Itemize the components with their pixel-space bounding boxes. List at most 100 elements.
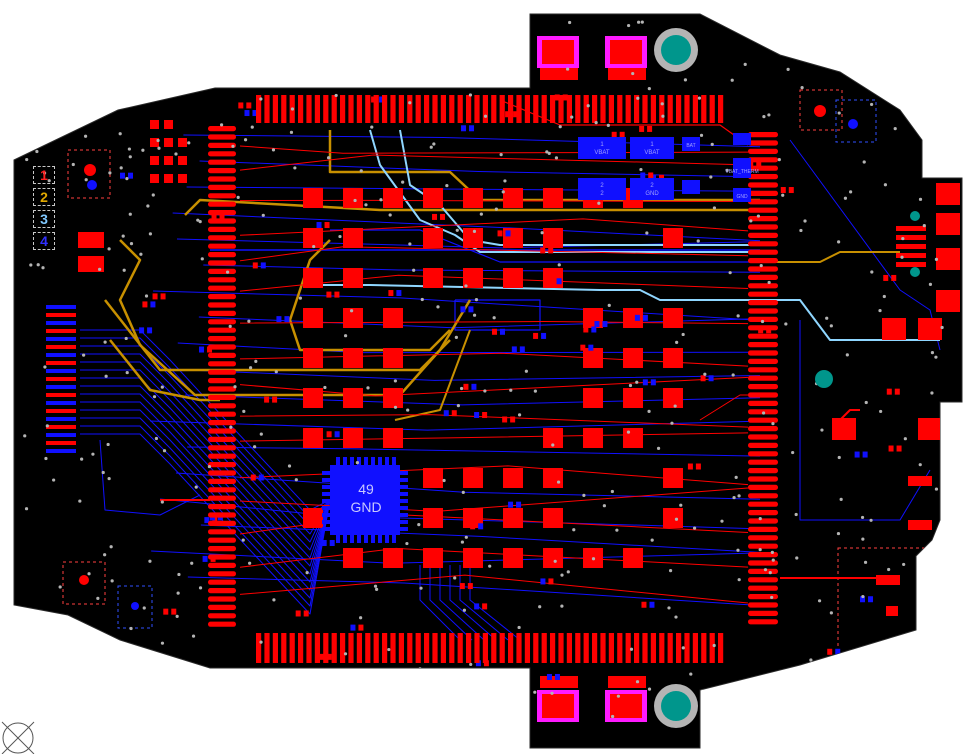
via (242, 409, 246, 413)
connector-pin (208, 504, 236, 510)
connector-pin (208, 394, 236, 400)
connector-pin (748, 207, 778, 213)
bottom-trace (454, 299, 541, 331)
via (615, 528, 619, 532)
passive-pad (459, 583, 465, 590)
connector-pin (748, 610, 778, 616)
via (809, 658, 813, 662)
bottom-trace (459, 565, 509, 641)
square-pad (543, 548, 563, 568)
connector-pin (748, 232, 778, 238)
qfn-chip[interactable]: 49 GND (330, 465, 400, 535)
passive-pad (202, 555, 208, 562)
connector-pin (667, 633, 673, 663)
via (254, 359, 258, 363)
via (554, 156, 559, 160)
via (501, 190, 505, 194)
via (160, 500, 164, 504)
connector-pin (208, 218, 236, 224)
via (712, 643, 716, 648)
top-edge-connector[interactable] (256, 95, 724, 123)
connector-pin (407, 95, 413, 123)
via (259, 97, 263, 101)
via (160, 641, 165, 645)
button-pad (918, 318, 942, 340)
led-pad (78, 232, 104, 248)
square-pad (303, 428, 323, 448)
via (110, 579, 114, 583)
layer-tab-label: 4 (40, 233, 48, 249)
connector-pin (558, 95, 564, 123)
passive-pad (508, 501, 514, 508)
chip-pin (336, 535, 340, 543)
connector-pin (208, 361, 236, 367)
right-edge-connector[interactable] (748, 132, 778, 625)
pad-net: VBAT (644, 150, 660, 156)
passive-pad (841, 421, 847, 428)
square-pad (343, 388, 363, 408)
via (233, 385, 237, 389)
passive-pad (388, 290, 394, 297)
square-pad (343, 188, 363, 208)
bottom-edge-connector[interactable] (256, 633, 724, 663)
connector-pin (415, 633, 421, 663)
passive-pad (252, 110, 258, 117)
component-pads[interactable] (46, 36, 960, 722)
connector-pin (659, 633, 665, 663)
via (607, 303, 611, 307)
via (736, 548, 740, 552)
connector-pin (323, 633, 329, 663)
bottom-trace (80, 353, 331, 535)
passive-pad (886, 388, 892, 395)
via (45, 424, 49, 428)
fpc-pin (46, 449, 76, 453)
via (725, 168, 729, 172)
square-pad (423, 268, 443, 288)
via (837, 111, 841, 115)
via (289, 130, 294, 134)
via (770, 550, 774, 555)
via (860, 515, 865, 520)
via (305, 570, 309, 575)
mid-trace (320, 284, 940, 341)
passive-pad (475, 660, 481, 667)
via (570, 115, 574, 119)
connector-pin (748, 140, 778, 146)
via (627, 23, 631, 28)
connector-pin (634, 95, 640, 123)
via (836, 531, 841, 536)
fpc-pin (46, 441, 76, 445)
bottom-trace (187, 576, 761, 606)
connector-pin (208, 159, 236, 165)
layer-tab-3[interactable]: 3 (33, 210, 55, 228)
via (689, 672, 693, 676)
connector-pin (208, 462, 236, 468)
passive-pad (326, 653, 332, 660)
passive-pad (510, 416, 516, 423)
usb-pin (896, 235, 926, 240)
usb-pin (896, 253, 926, 258)
square-pad (383, 188, 403, 208)
via (454, 335, 458, 339)
layer-tab-1[interactable]: 1 (33, 166, 55, 184)
layer-tab-4[interactable]: 4 (33, 232, 55, 250)
connector-pin (748, 367, 778, 373)
via (129, 626, 133, 631)
layer-tab-2[interactable]: 2 (33, 188, 55, 206)
via (483, 389, 487, 393)
connector-pin (748, 342, 778, 348)
connector-pin (208, 537, 236, 543)
via (349, 309, 354, 313)
via (312, 244, 316, 249)
via (509, 388, 513, 392)
via (843, 196, 848, 200)
connector-pin (306, 95, 312, 123)
via (436, 305, 440, 309)
via (829, 611, 833, 615)
battery-pads[interactable]: 1 VBAT 1 VBAT 2 2 2 GND VBAT_THERM GND B… (578, 133, 759, 202)
left-edge-connector[interactable] (208, 126, 236, 627)
passive-pad (326, 291, 332, 298)
via (870, 270, 874, 274)
chip-pin (400, 506, 408, 510)
